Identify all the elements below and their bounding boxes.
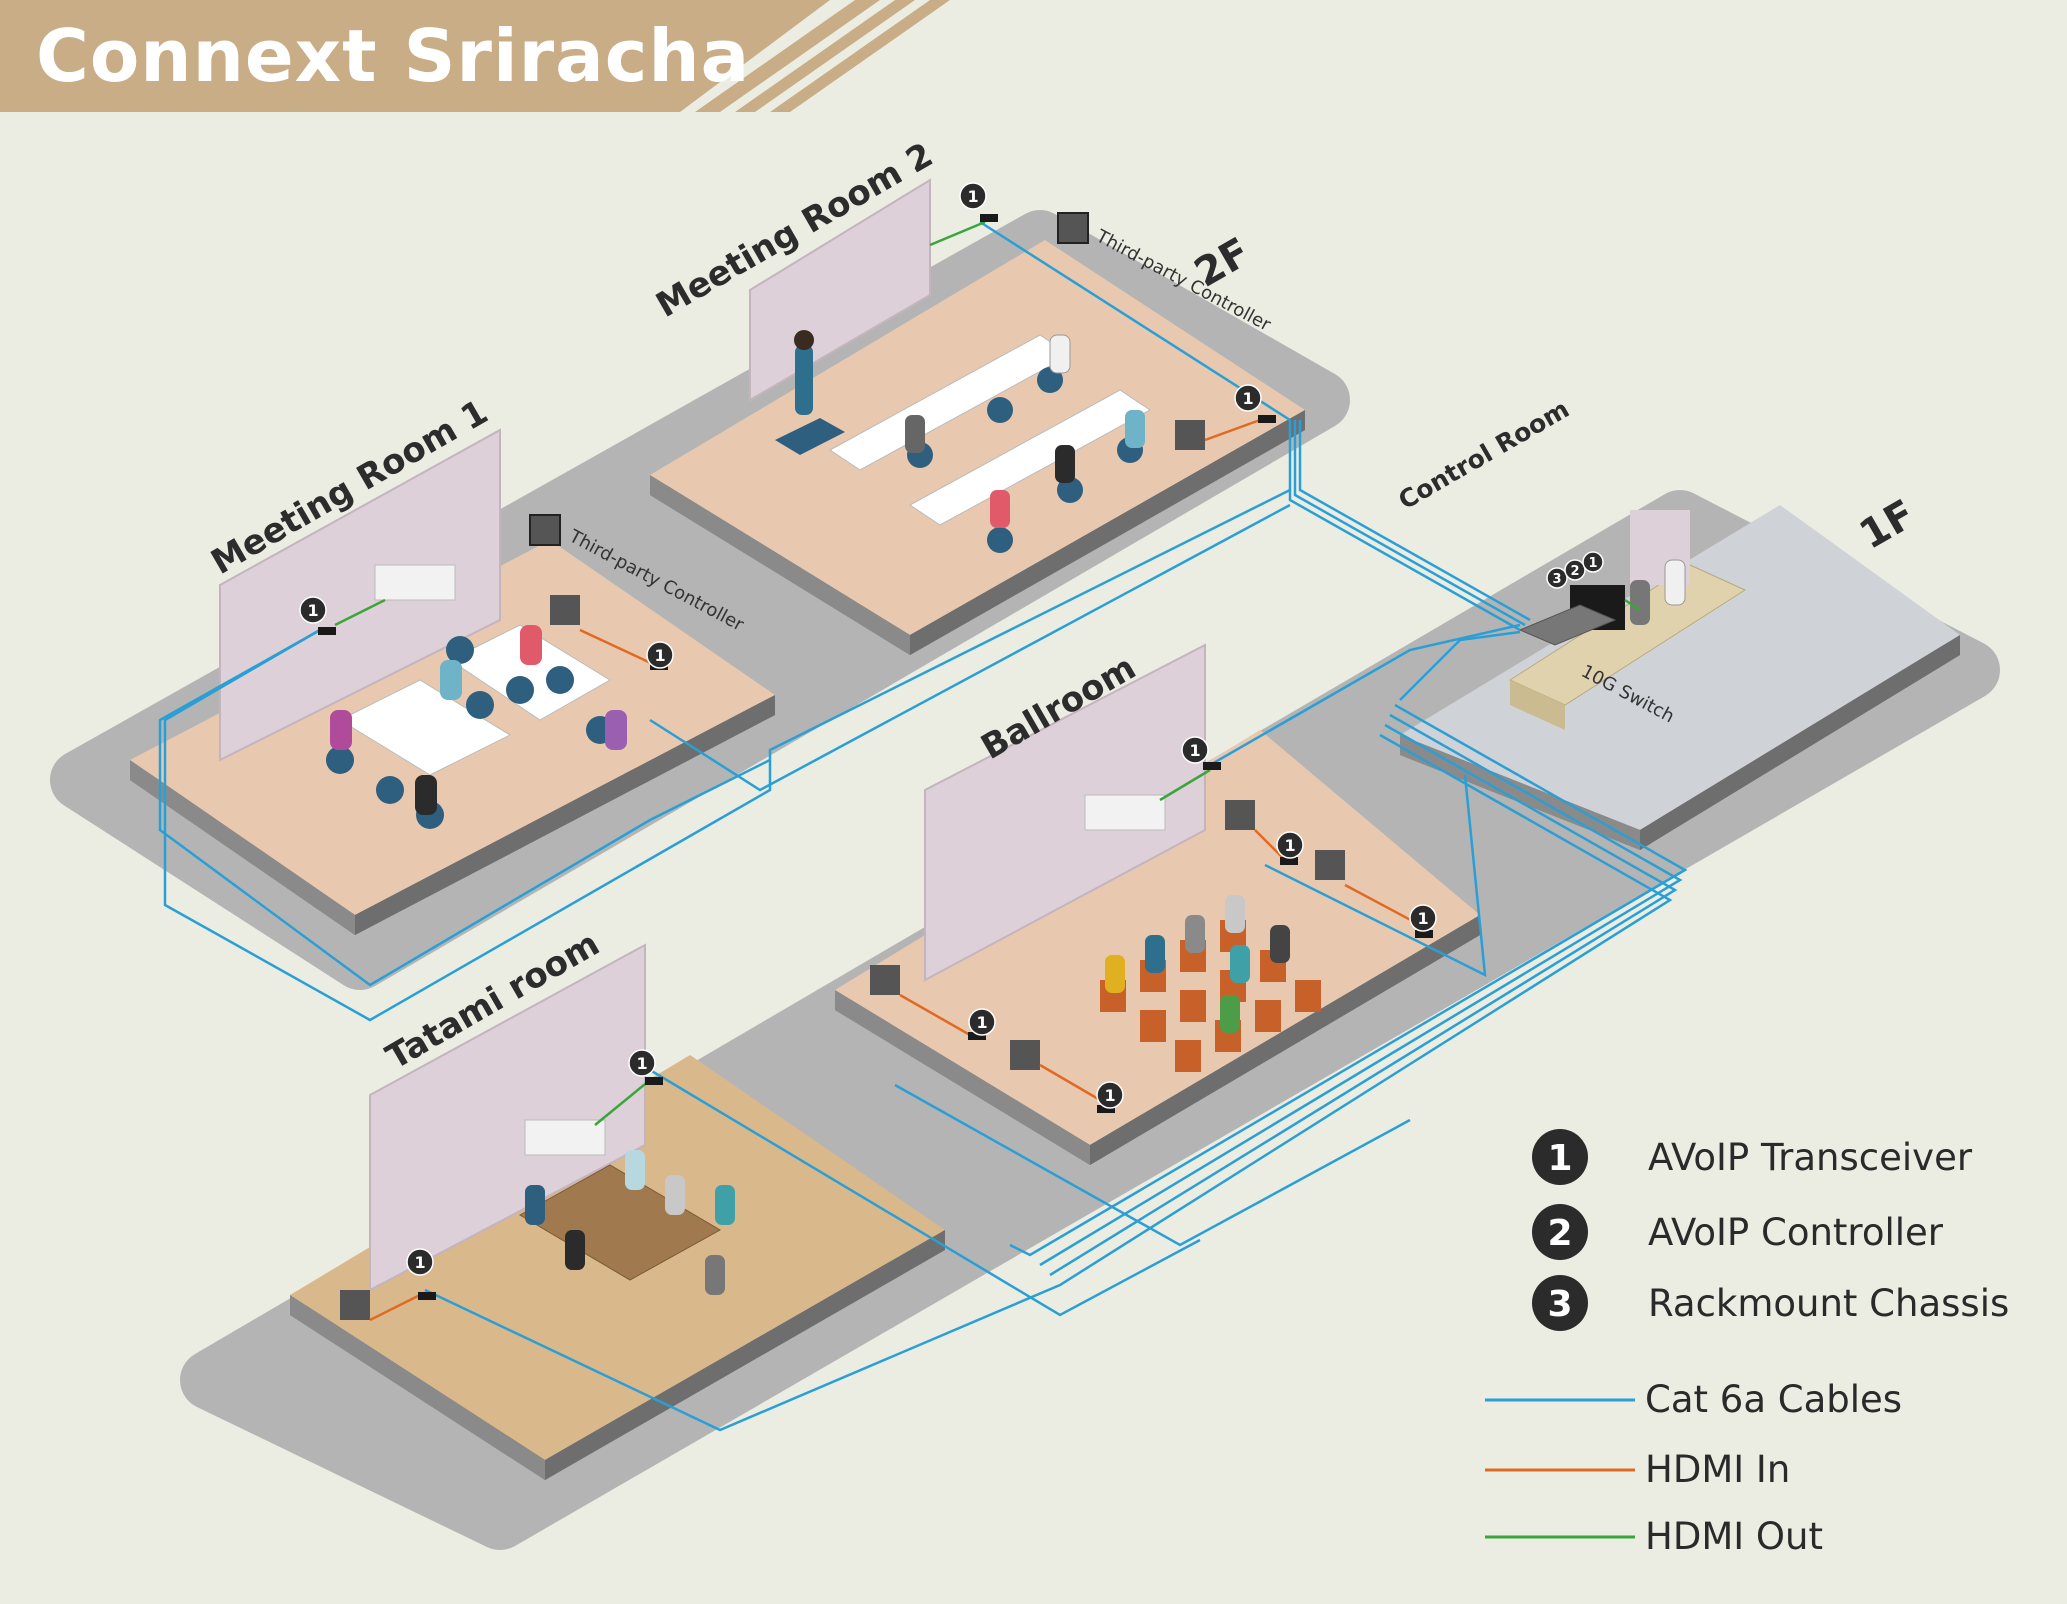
legend-badge-2: 2: [1547, 1213, 1572, 1254]
svg-text:1: 1: [307, 601, 318, 620]
floor-1f-label: 1F: [1852, 491, 1923, 558]
title-banner: [0, 0, 950, 112]
projector-ballroom: [1084, 794, 1166, 831]
meeting-room-2: [650, 178, 1305, 655]
projector-tatami: [524, 1119, 606, 1156]
tatami-table: [518, 1164, 722, 1281]
meeting-room-1-screen: [219, 428, 501, 762]
svg-text:1: 1: [654, 646, 665, 665]
transceiver-badges: 1 1 1 1 1 1 1 1 1 1 1: [299, 182, 1437, 1276]
legend: 1 AVoIP Transceiver 2 AVoIP Controller 3…: [1485, 1129, 2009, 1558]
legend-item-controller: 2 AVoIP Controller: [1532, 1204, 1944, 1260]
legend-label-transceiver: AVoIP Transceiver: [1648, 1136, 1973, 1179]
meeting-room-1: [130, 428, 775, 935]
svg-text:3: 3: [1552, 572, 1561, 587]
laptop-ballroom-4: [1010, 1040, 1040, 1070]
legend-item-chassis: 3 Rackmount Chassis: [1532, 1275, 2009, 1331]
legend-label-cat6a: Cat 6a Cables: [1645, 1378, 1902, 1421]
projector-1: [374, 564, 456, 601]
svg-text:1: 1: [414, 1253, 425, 1272]
hdmi-in-cables: [369, 418, 1421, 1322]
control-room-label: Control Room: [1394, 394, 1575, 515]
10g-switch: [1518, 604, 1617, 646]
tatami-room: [290, 943, 945, 1480]
svg-text:1: 1: [1189, 741, 1200, 760]
control-room: [1400, 505, 1960, 850]
table-2b: [909, 389, 1151, 526]
svg-text:1: 1: [1417, 909, 1428, 928]
legend-label-chassis: Rackmount Chassis: [1648, 1282, 2009, 1325]
legend-badge-1: 1: [1547, 1138, 1572, 1179]
table-1b: [449, 624, 611, 721]
laptop-mr2: [1175, 420, 1205, 450]
ballroom-screen: [924, 643, 1206, 982]
tatami-screen: [369, 943, 646, 1292]
svg-text:1: 1: [976, 1013, 987, 1032]
legend-item-transceiver: 1 AVoIP Transceiver: [1532, 1129, 1973, 1185]
legend-item-hdmi-in: HDMI In: [1485, 1448, 1790, 1491]
hdmi-out-cables: [334, 220, 1641, 1126]
page-title: Connext Sriracha: [36, 14, 751, 98]
legend-badge-3: 3: [1547, 1284, 1572, 1325]
laptop-ballroom-1: [1225, 800, 1255, 830]
meeting-room-2-screen: [749, 178, 931, 402]
cat6a-cables: [158, 220, 1688, 1432]
svg-text:1: 1: [1242, 389, 1253, 408]
control-room-badges: 3 2 1: [1546, 551, 1604, 589]
laptop-mr1: [550, 595, 580, 625]
svg-text:1: 1: [1284, 836, 1295, 855]
legend-item-hdmi-out: HDMI Out: [1485, 1515, 1823, 1558]
table-1a: [338, 679, 512, 776]
laptop-tatami: [340, 1290, 370, 1320]
legend-label-controller: AVoIP Controller: [1648, 1211, 1944, 1254]
svg-text:1: 1: [636, 1054, 647, 1073]
svg-text:1: 1: [1588, 556, 1597, 571]
svg-text:2: 2: [1570, 564, 1579, 579]
laptop-ballroom-2: [1315, 850, 1345, 880]
laptop-ballroom-3: [870, 965, 900, 995]
ballroom: [835, 643, 1480, 1165]
svg-text:1: 1: [967, 187, 978, 206]
legend-item-cat6a: Cat 6a Cables: [1485, 1378, 1902, 1421]
svg-text:1: 1: [1104, 1086, 1115, 1105]
legend-label-hdmi-out: HDMI Out: [1645, 1515, 1823, 1558]
legend-label-hdmi-in: HDMI In: [1645, 1448, 1790, 1491]
